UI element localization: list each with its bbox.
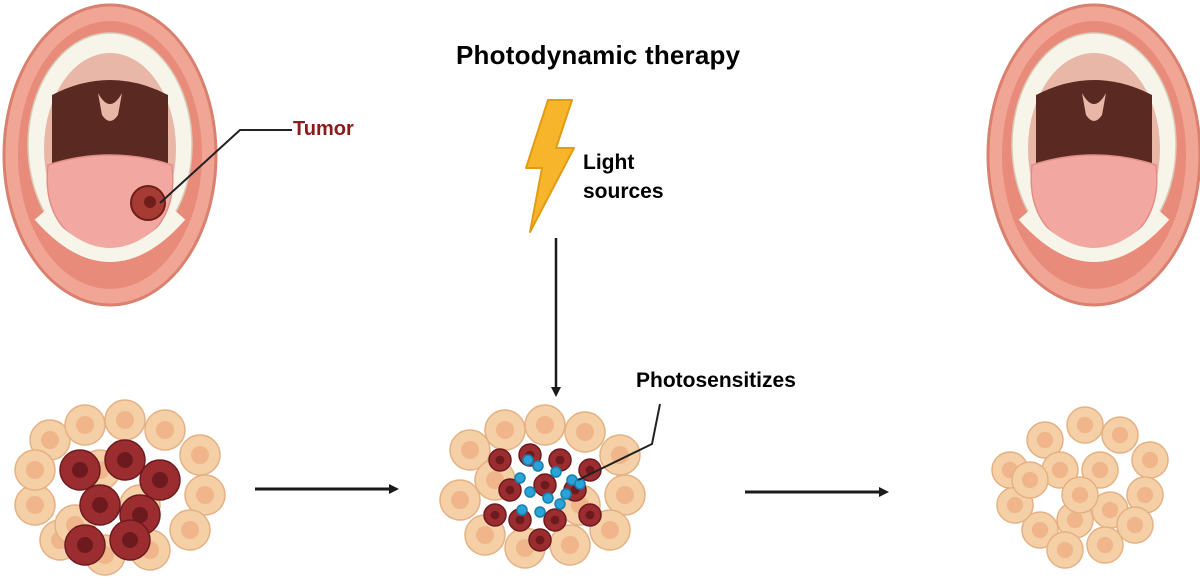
photosensitizer-label: Photosensitizes (636, 369, 796, 392)
cell-nucleus (181, 521, 199, 539)
cell-nucleus (1056, 541, 1074, 559)
cell-nucleus (1076, 416, 1094, 434)
cell-nucleus (1071, 486, 1089, 504)
cancer-nucleus (152, 472, 168, 488)
cell-nucleus (26, 461, 44, 479)
cell-nucleus (1066, 511, 1084, 529)
cancer-nucleus (535, 535, 545, 545)
cancer-nucleus (132, 507, 148, 523)
tumor-mass (130, 185, 166, 221)
cell-nucleus (461, 441, 479, 459)
cancer-nucleus (550, 515, 560, 525)
tumor-cell-cluster (14, 399, 226, 576)
cancer-nucleus (585, 510, 595, 520)
photosensitizer-dot (532, 460, 544, 472)
photosensitizer-dot (542, 492, 554, 504)
photosensitizer-dot (574, 478, 586, 490)
cell-nucleus (1031, 521, 1049, 539)
cell-nucleus (536, 416, 554, 434)
cell-nucleus (1141, 451, 1159, 469)
cell-nucleus (616, 486, 634, 504)
cell-nucleus (1051, 461, 1069, 479)
cell-nucleus (1096, 536, 1114, 554)
cancer-nucleus (117, 452, 133, 468)
cancer-nucleus (555, 455, 565, 465)
cancer-nucleus (505, 485, 515, 495)
cell-nucleus (576, 423, 594, 441)
mouth-healthy (986, 3, 1200, 307)
cell-nucleus (116, 411, 134, 429)
cell-nucleus (76, 416, 94, 434)
photosensitizer-dot (522, 454, 534, 466)
cell-nucleus (196, 486, 214, 504)
tumor-leader-line (159, 129, 292, 204)
cell-nucleus (156, 421, 174, 439)
cancer-nucleus (515, 515, 525, 525)
healthy-cell-cluster (991, 406, 1169, 569)
cancer-nucleus (495, 455, 505, 465)
tumor-label: Tumor (293, 118, 354, 140)
photosensitizer-dot (560, 488, 572, 500)
photosensitizer-dot (554, 498, 566, 510)
cell-nucleus (1091, 461, 1109, 479)
mouth-with-tumor (2, 3, 218, 307)
cancer-nucleus (72, 462, 88, 478)
photosensitizer-dot (550, 466, 562, 478)
cell-nucleus (1101, 501, 1119, 519)
diagram-title: Photodynamic therapy (456, 40, 741, 70)
cell-nucleus (1136, 486, 1154, 504)
cell-nucleus (611, 446, 629, 464)
cell-nucleus (476, 526, 494, 544)
photosensitizer-dot (514, 472, 526, 484)
cell-nucleus (1006, 496, 1024, 514)
cancer-nucleus (92, 497, 108, 513)
cell-nucleus (1036, 431, 1054, 449)
photosensitizer-dot (524, 486, 536, 498)
cell-nucleus (1126, 516, 1144, 534)
cell-nucleus (601, 521, 619, 539)
cell-nucleus (26, 496, 44, 514)
photosensitizer-leader-line (577, 403, 661, 481)
cell-nucleus (1111, 426, 1129, 444)
light-label-line-1: Light (583, 151, 635, 174)
photosensitizer-dot (516, 504, 528, 516)
photosensitizer-dot (534, 506, 546, 518)
cancer-nucleus (490, 510, 500, 520)
cancer-nucleus (540, 480, 550, 490)
cell-nucleus (486, 471, 504, 489)
cancer-nucleus (122, 532, 138, 548)
lightning-bolt-icon (525, 99, 575, 233)
light-sources-label: Light sources (583, 148, 664, 206)
cell-nucleus (496, 421, 514, 439)
treated-cell-cluster (439, 404, 646, 569)
cell-nucleus (41, 431, 59, 449)
light-label-line-2: sources (583, 180, 664, 203)
cell-nucleus (1021, 471, 1039, 489)
cancer-nucleus (77, 537, 93, 553)
cell-nucleus (191, 446, 209, 464)
cell-nucleus (561, 536, 579, 554)
cell-nucleus (451, 491, 469, 509)
